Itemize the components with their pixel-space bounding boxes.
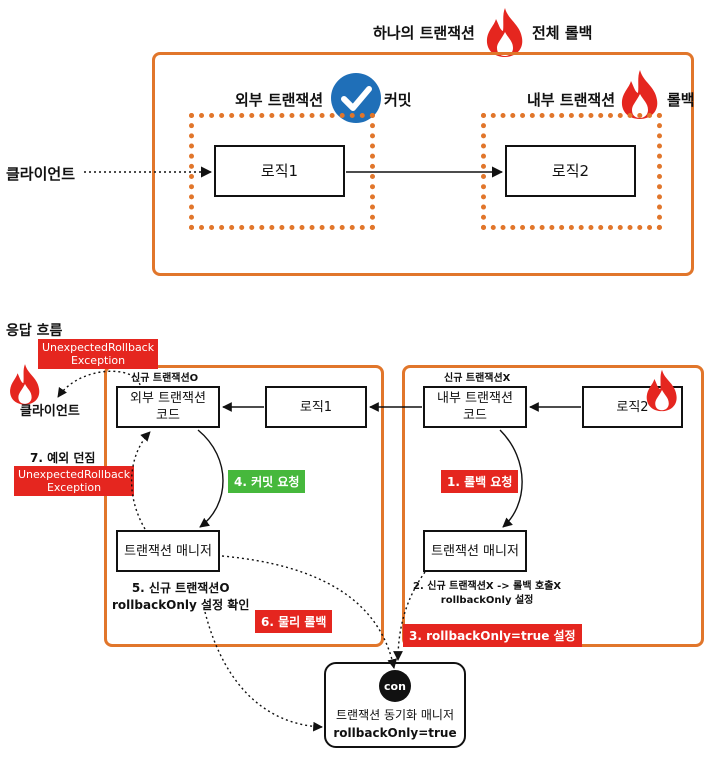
outer-code-line1: 외부 트랜잭션	[130, 391, 206, 406]
top-title-part2: 전체 롤백	[532, 24, 593, 42]
inner-code-line2: 코드	[463, 408, 487, 423]
exception-label-left: UnexpectedRollback Exception	[14, 466, 135, 496]
fire-icon	[646, 369, 677, 412]
commit-request-arrow	[197, 429, 224, 528]
check-icon	[331, 73, 381, 123]
outer-code-line2: 코드	[156, 408, 180, 423]
response-flow-heading: 응답 흐름	[6, 323, 63, 339]
step7-label: 7. 예외 던짐	[30, 451, 96, 465]
fire-icon	[621, 70, 658, 119]
step6-label: 6. 물리 롤백	[255, 610, 333, 633]
step2-line1: 2. 신규 트랜잭션X -> 롤백 호출X	[413, 581, 562, 592]
tx-manager-to-outer-code-arrow	[130, 431, 151, 530]
step2-label: 2. 신규 트랜잭션X -> 롤백 호출X rollbackOnly 설정	[413, 580, 561, 608]
logic1-box-bottom: 로직1	[265, 386, 367, 428]
top-title-part1: 하나의 트랜잭션	[373, 24, 475, 42]
left-manager-to-sync-arrow	[221, 555, 398, 669]
fire-icon	[486, 8, 523, 57]
sync-manager-title: 트랜잭션 동기화 매니저	[335, 708, 455, 722]
outer-transaction-result: 커밋	[384, 91, 412, 109]
step5-label: 5. 신규 트랜잭션O rollbackOnly 설정 확인	[112, 580, 249, 614]
right-manager-to-sync-arrow	[393, 571, 426, 661]
step1-label: 1. 롤백 요청	[441, 470, 519, 493]
exception-line1: UnexpectedRollback	[42, 341, 155, 354]
inner-code-line1: 내부 트랜잭션	[437, 391, 513, 406]
outer-transaction-frame	[104, 365, 384, 647]
connection-icon: con	[379, 670, 411, 702]
tx-manager-left-box: 트랜잭션 매니저	[116, 530, 220, 572]
new-transaction-o-label: 신규 트랜잭션O	[131, 373, 199, 384]
exception-line2: Exception	[46, 481, 102, 494]
client-label: 클라이언트	[6, 165, 76, 183]
step2-line2: rollbackOnly 설정	[440, 595, 534, 606]
inner-transaction-label: 내부 트랜잭션	[527, 91, 616, 109]
outer-transaction-label: 외부 트랜잭션	[235, 91, 324, 109]
fire-icon	[10, 364, 40, 405]
left-manager-check-sync-arrow	[204, 611, 323, 732]
new-transaction-x-label: 신규 트랜잭션X	[444, 373, 511, 384]
single-transaction-frame	[152, 52, 694, 276]
exception-line2: Exception	[70, 354, 126, 367]
step3-label: 3. rollbackOnly=true 설정	[403, 624, 582, 647]
client-label-bottom: 클라이언트	[20, 404, 80, 419]
sync-manager-text: 트랜잭션 동기화 매니저 rollbackOnly=true	[326, 706, 464, 742]
logic2-box: 로직2	[505, 145, 636, 197]
rollback-request-arrow	[499, 429, 523, 528]
step4-label: 4. 커밋 요청	[228, 470, 306, 493]
exception-line1: UnexpectedRollback	[18, 468, 131, 481]
sync-manager-state: rollbackOnly=true	[333, 726, 457, 740]
exception-to-client-arrow	[57, 370, 141, 398]
logic1-box: 로직1	[214, 145, 345, 197]
step5-line1: 5. 신규 트랜잭션O	[131, 581, 230, 595]
step5-line2: rollbackOnly 설정 확인	[112, 598, 250, 612]
inner-transaction-result: 롤백	[667, 91, 695, 109]
tx-manager-right-box: 트랜잭션 매니저	[423, 530, 527, 572]
exception-label-top: UnexpectedRollback Exception	[38, 339, 159, 369]
